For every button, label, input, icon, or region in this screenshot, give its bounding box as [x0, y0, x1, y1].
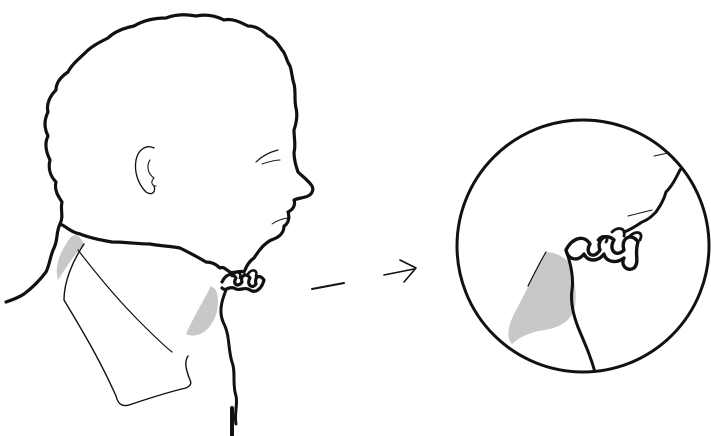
zoom-mouth-line — [628, 210, 652, 216]
arrow-dash-2 — [384, 269, 414, 275]
head-outline — [45, 15, 313, 273]
person-profile — [6, 15, 313, 436]
collar-inner-line — [78, 250, 172, 352]
beard-curls — [222, 275, 264, 292]
zoom-neck-shadow — [508, 252, 575, 344]
zoom-detail — [457, 120, 709, 376]
arrow-dash-1 — [312, 283, 344, 289]
back-neck-line — [6, 224, 60, 302]
neck-shadow — [186, 286, 218, 336]
zoom-circle-frame — [457, 120, 709, 372]
eye-line-lower — [262, 160, 280, 164]
right-arrow-icon — [312, 260, 416, 289]
collar-outline — [64, 244, 191, 406]
zoom-beard-curls — [566, 237, 638, 270]
collar-shadow — [57, 235, 84, 280]
throat-line — [221, 290, 237, 424]
ear-outline — [135, 147, 154, 194]
ear-inner — [148, 160, 156, 186]
